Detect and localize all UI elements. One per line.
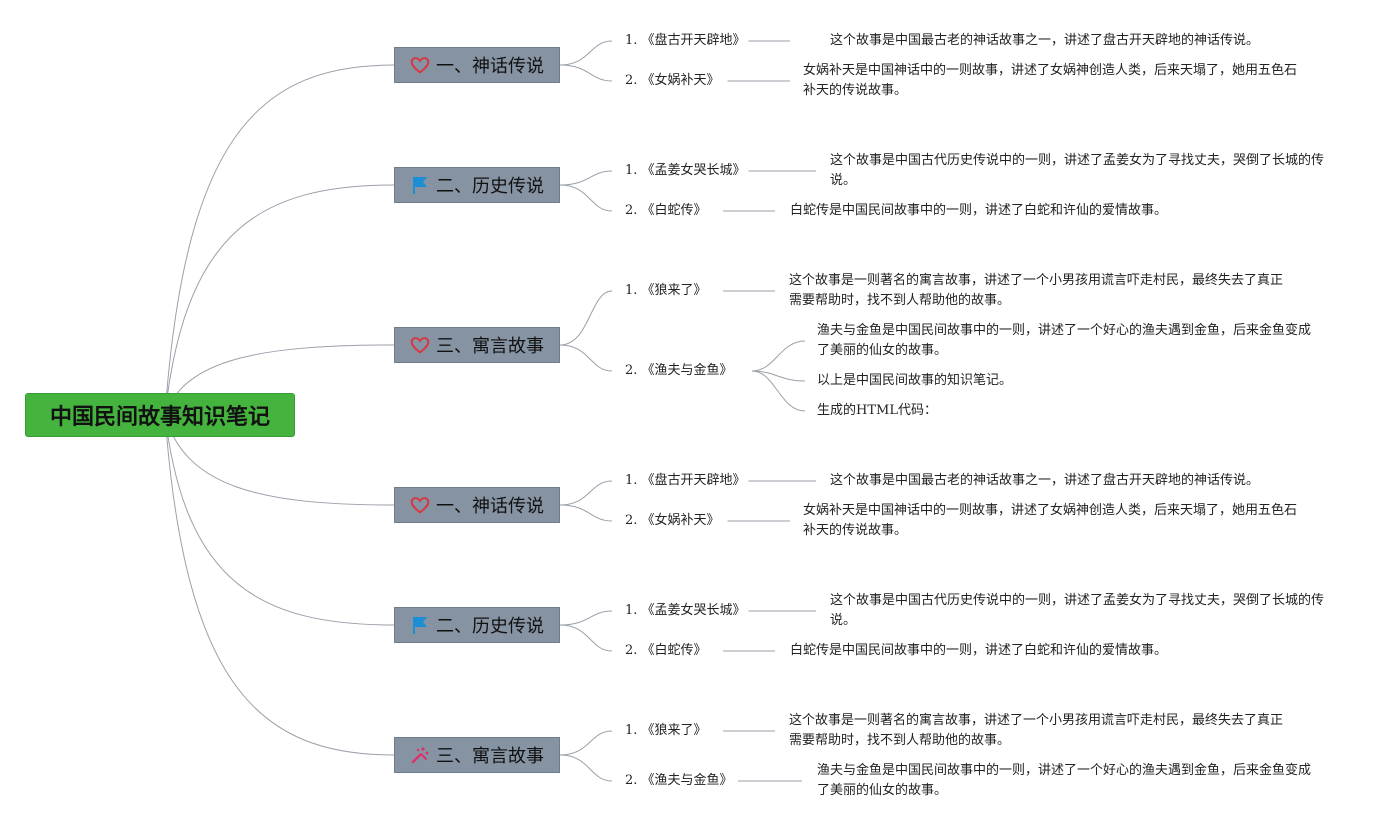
item-description: 这个故事是一则著名的寓言故事，讲述了一个小男孩用谎言吓走村民，最终失去了真正需要… [789, 713, 1284, 748]
list-item[interactable]: 2. 《女娲补天》 [625, 73, 720, 88]
topic-label: 三、寓言故事 [436, 336, 544, 357]
topic-label: 二、历史传说 [436, 616, 544, 637]
root-to-topic-line [164, 184, 395, 416]
topic-label: 三、寓言故事 [436, 746, 544, 767]
flag-icon [410, 615, 430, 635]
list-item[interactable]: 1. 《盘古开天辟地》 [625, 473, 746, 488]
list-item[interactable]: 1. 《孟姜女哭长城》 [625, 163, 746, 178]
topic-node[interactable]: 一、神话传说 [394, 47, 560, 83]
list-item[interactable]: 2. 《白蛇传》 [625, 643, 707, 658]
topic-to-item-line [559, 64, 613, 82]
item-description: 女娲补天是中国神话中的一则故事，讲述了女娲神创造人类，后来天塌了，她用五色石补天… [803, 63, 1298, 98]
root-to-topic-line [164, 414, 395, 626]
topic-node[interactable]: 一、神话传说 [394, 487, 560, 523]
item-to-desc-line [751, 370, 806, 412]
heart-icon [410, 335, 430, 355]
item-description: 白蛇传是中国民间故事中的一则，讲述了白蛇和许仙的爱情故事。 [790, 203, 1168, 218]
list-item[interactable]: 2. 《白蛇传》 [625, 203, 707, 218]
topic-to-item-line [559, 344, 613, 372]
topic-label: 一、神话传说 [436, 56, 544, 77]
topic-to-item-line [559, 480, 613, 506]
item-description: 女娲补天是中国神话中的一则故事，讲述了女娲神创造人类，后来天塌了，她用五色石补天… [803, 503, 1298, 538]
root-topic[interactable]: 中国民间故事知识笔记 [25, 393, 295, 437]
topic-label: 二、历史传说 [436, 176, 544, 197]
list-item[interactable]: 1. 《狼来了》 [625, 283, 707, 298]
topic-node[interactable]: 二、历史传说 [394, 167, 560, 203]
root-to-topic-line [164, 414, 395, 756]
topic-label: 一、神话传说 [436, 496, 544, 517]
topic-to-item-line [559, 624, 613, 652]
list-item[interactable]: 2. 《渔夫与金鱼》 [625, 363, 733, 378]
topic-node[interactable]: 二、历史传说 [394, 607, 560, 643]
topic-to-item-line [559, 610, 613, 626]
item-description: 生成的HTML代码： [817, 403, 937, 418]
item-description: 这个故事是中国古代历史传说中的一则，讲述了孟姜女为了寻找丈夫，哭倒了长城的传说。 [830, 593, 1325, 628]
heart-icon [410, 495, 430, 515]
list-item[interactable]: 1. 《盘古开天辟地》 [625, 33, 746, 48]
heart-icon [410, 55, 430, 75]
list-item[interactable]: 2. 《渔夫与金鱼》 [625, 773, 733, 788]
item-description: 白蛇传是中国民间故事中的一则，讲述了白蛇和许仙的爱情故事。 [790, 643, 1168, 658]
root-to-topic-line [164, 64, 395, 416]
item-description: 这个故事是中国最古老的神话故事之一，讲述了盘古开天辟地的神话传说。 [830, 33, 1260, 48]
topic-node[interactable]: 三、寓言故事 [394, 327, 560, 363]
topic-to-item-line [559, 754, 613, 782]
item-description: 渔夫与金鱼是中国民间故事中的一则，讲述了一个好心的渔夫遇到金鱼，后来金鱼变成了美… [817, 763, 1312, 798]
topic-to-item-line [559, 290, 613, 346]
item-description: 以上是中国民间故事的知识笔记。 [817, 373, 1013, 388]
item-description: 这个故事是中国古代历史传说中的一则，讲述了孟姜女为了寻找丈夫，哭倒了长城的传说。 [830, 153, 1325, 188]
list-item[interactable]: 2. 《女娲补天》 [625, 513, 720, 528]
topic-to-item-line [559, 40, 613, 66]
party-icon [410, 745, 430, 765]
root-to-topic-line [164, 414, 395, 506]
item-description: 这个故事是一则著名的寓言故事，讲述了一个小男孩用谎言吓走村民，最终失去了真正需要… [789, 273, 1284, 308]
item-description: 渔夫与金鱼是中国民间故事中的一则，讲述了一个好心的渔夫遇到金鱼，后来金鱼变成了美… [817, 323, 1312, 358]
topic-to-item-line [559, 730, 613, 756]
item-description: 这个故事是中国最古老的神话故事之一，讲述了盘古开天辟地的神话传说。 [830, 473, 1260, 488]
topic-to-item-line [559, 504, 613, 522]
topic-node[interactable]: 三、寓言故事 [394, 737, 560, 773]
topic-to-item-line [559, 184, 613, 212]
list-item[interactable]: 1. 《孟姜女哭长城》 [625, 603, 746, 618]
topic-to-item-line [559, 170, 613, 186]
flag-icon [410, 175, 430, 195]
root-title: 中国民间故事知识笔记 [49, 405, 270, 430]
list-item[interactable]: 1. 《狼来了》 [625, 723, 707, 738]
item-to-desc-line [751, 340, 806, 372]
